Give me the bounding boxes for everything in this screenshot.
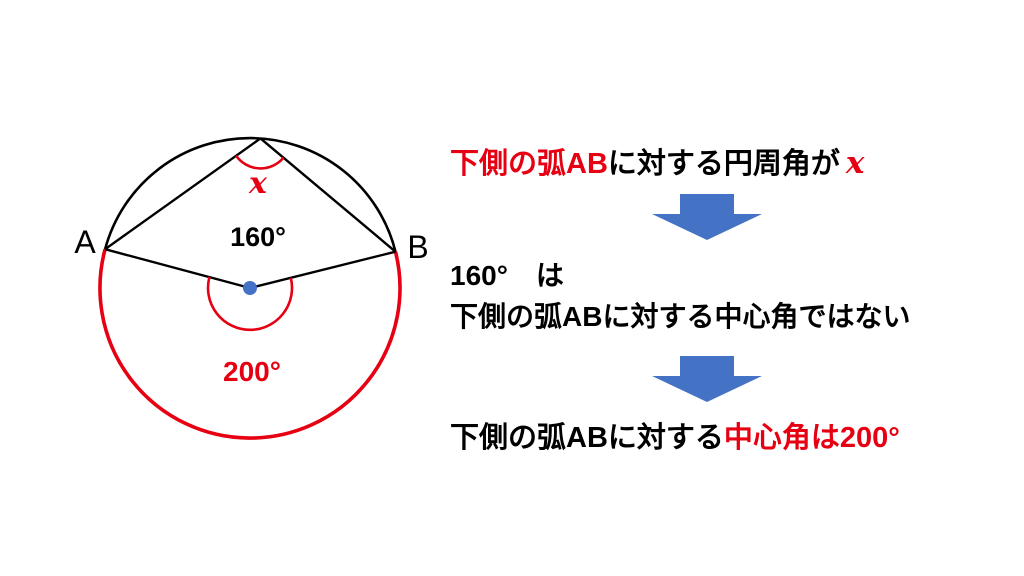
annotation-line-1-red-text: 下側の弧AB [450,148,608,180]
point-b-label: B [407,229,428,265]
center-dot [243,281,257,295]
annotation-line-2-3: 160° は 下側の弧ABに対する中心角ではない [450,256,910,337]
annotation-line-4-black-text: 下側の弧ABに対する [450,422,724,454]
circle-diagram: x 160° 200° A B [74,136,429,440]
down-arrow-icon [652,194,762,240]
inscribed-angle-label: x [248,166,268,201]
reflex-angle-label: 200° [223,356,281,387]
annotation-line-4-red-text: 中心角は200° [723,422,900,454]
annotation-line-1-black-text: に対する円周角が [607,148,840,180]
annotation-line-4: 下側の弧ABに対する中心角は200° [450,414,900,456]
circle-minor-arc [103,136,397,253]
down-arrow-icon [652,356,762,402]
point-a-label: A [74,224,96,260]
reflex-angle-arc [206,276,294,332]
annotation-line-3: 下側の弧ABに対する中心角ではない [450,300,911,332]
annotation-line-1-math-x: x [845,145,865,181]
annotation-line-2: 160° は [450,260,564,291]
chord-apex-to-a [104,137,262,251]
central-angle-label: 160° [230,222,286,252]
radius-to-b [249,250,396,290]
circle-major-arc-red [98,248,402,440]
inscribed-angle-arc [235,155,285,170]
radius-to-a [104,248,251,290]
